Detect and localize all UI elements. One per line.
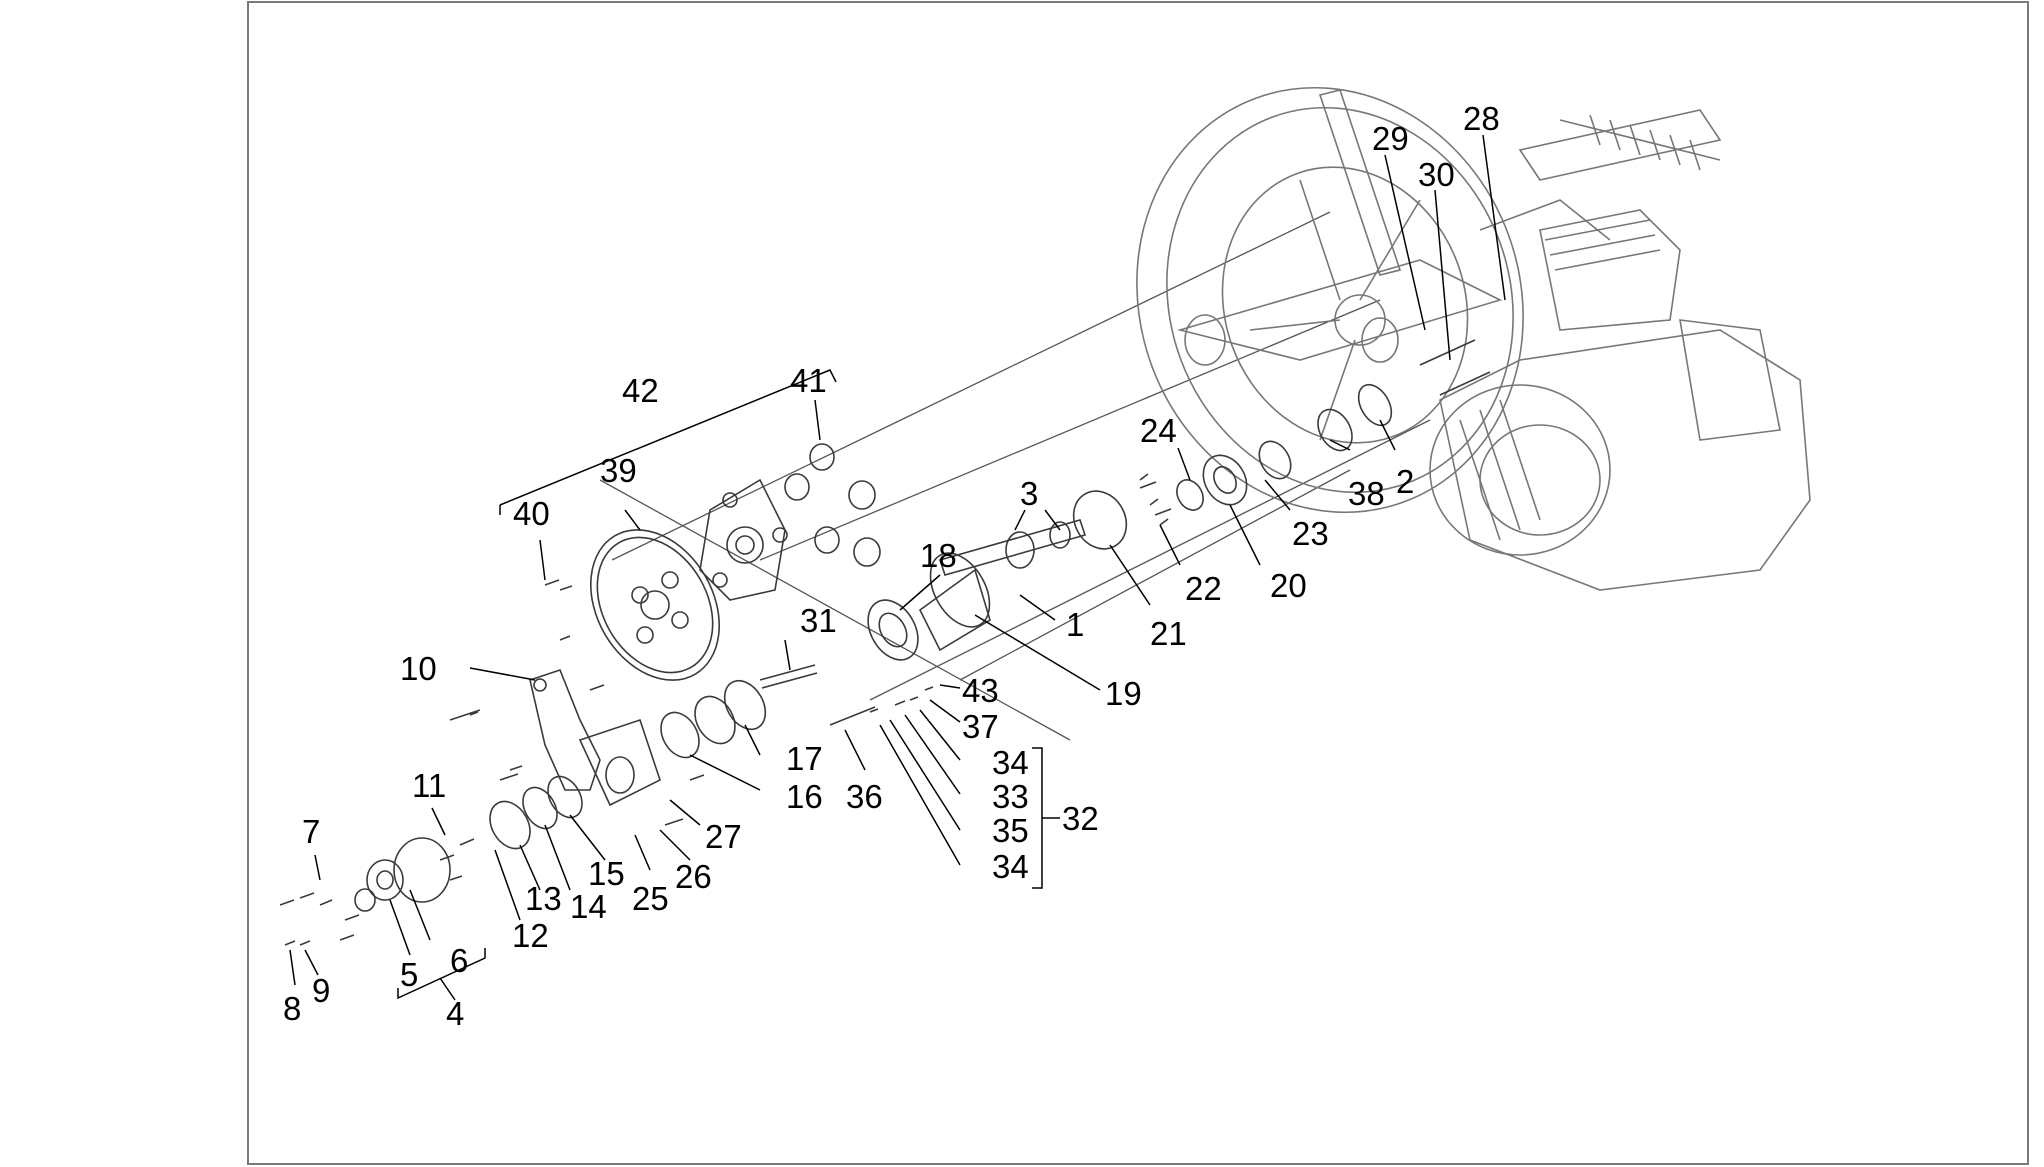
callout-41: 41 (790, 362, 827, 399)
callout-32: 32 (1062, 800, 1099, 837)
callout-35: 35 (992, 812, 1029, 849)
callout-8: 8 (283, 990, 301, 1027)
callout-38: 38 (1348, 475, 1385, 512)
callout-26: 26 (675, 858, 712, 895)
callout-7: 7 (302, 813, 320, 850)
callout-9: 9 (312, 972, 330, 1009)
hub (918, 552, 991, 652)
callout-16: 16 (786, 778, 823, 815)
callout-34-lower: 34 (992, 848, 1029, 885)
fasteners (279, 481, 1172, 946)
callout-10: 10 (400, 650, 437, 687)
callout-4: 4 (446, 995, 464, 1032)
bearing-rings (489, 775, 583, 850)
right-parts (1176, 383, 1393, 511)
callout-36: 36 (846, 778, 883, 815)
engine-block (1429, 209, 1811, 591)
swing-arm-frame (1176, 89, 1722, 366)
callout-19: 19 (1105, 675, 1142, 712)
axle-assembly (938, 473, 1169, 576)
callout-6: 6 (450, 942, 468, 979)
callout-1: 1 (1066, 606, 1084, 643)
engine-mount-bolts (1419, 339, 1491, 396)
rear-wheel (1136, 86, 1524, 514)
end-cover (354, 837, 451, 912)
callout-11: 11 (412, 767, 446, 804)
callout-33: 33 (992, 778, 1029, 815)
callout-21: 21 (1150, 615, 1187, 652)
callout-27: 27 (705, 818, 742, 855)
callout-40: 40 (513, 495, 550, 532)
cush-drive-hub (699, 478, 788, 601)
callout-14: 14 (570, 888, 607, 925)
callout-15: 15 (588, 855, 625, 892)
callout-13: 13 (525, 880, 562, 917)
callout-29: 29 (1372, 120, 1409, 157)
small-sprocket (867, 599, 919, 661)
callout-37: 37 (962, 708, 999, 745)
diagram-border (247, 1, 2029, 1165)
callout-labels: 1 2 3 4 5 6 7 8 9 10 11 12 13 14 15 16 1… (283, 100, 1500, 1032)
callout-34-upper: 34 (992, 744, 1029, 781)
callout-2: 2 (1396, 463, 1414, 500)
cush-rubbers (784, 443, 881, 567)
exploded-axis-lines (599, 211, 1431, 741)
callout-17: 17 (786, 740, 823, 777)
callout-31: 31 (800, 602, 837, 639)
callout-3: 3 (1020, 475, 1038, 512)
callout-25: 25 (632, 880, 669, 917)
callout-12: 12 (512, 917, 549, 954)
callout-18: 18 (920, 537, 957, 574)
callout-23: 23 (1292, 515, 1329, 552)
leader-lines (289, 134, 1506, 1001)
callout-30: 30 (1418, 156, 1455, 193)
rear-shock (1559, 114, 1721, 171)
chain-link (759, 664, 818, 689)
callout-42: 42 (622, 372, 659, 409)
seal-rings (660, 679, 767, 759)
callout-22: 22 (1185, 570, 1222, 607)
callout-20: 20 (1270, 567, 1307, 604)
rear-sprocket (589, 529, 721, 681)
caliper-bracket (529, 669, 661, 807)
callout-39: 39 (600, 452, 637, 489)
callout-43: 43 (962, 672, 999, 709)
callout-5: 5 (400, 956, 418, 993)
callout-24: 24 (1140, 412, 1177, 449)
callout-28: 28 (1463, 100, 1500, 137)
